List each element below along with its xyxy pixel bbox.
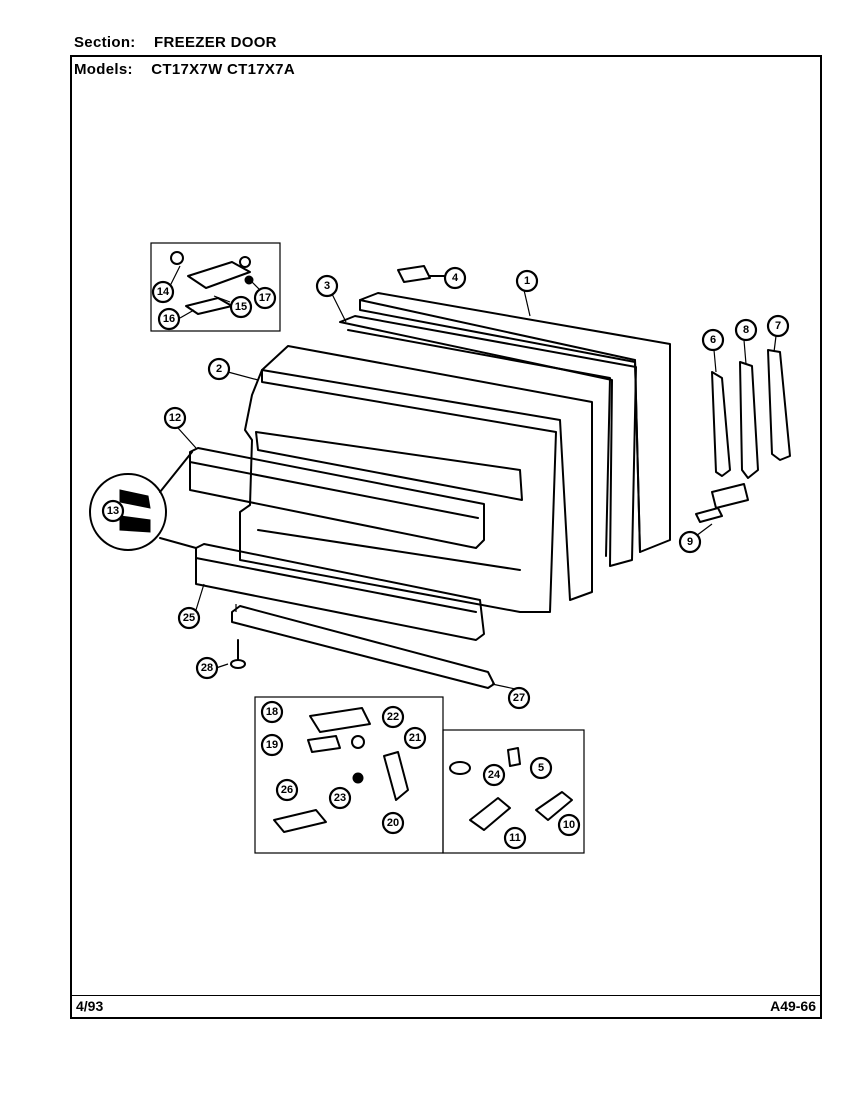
- svg-text:28: 28: [201, 662, 213, 674]
- svg-text:24: 24: [488, 769, 501, 781]
- svg-text:4: 4: [452, 272, 459, 284]
- models-label: Models:: [74, 61, 133, 78]
- callout-9: 9: [678, 530, 702, 554]
- svg-text:13: 13: [107, 505, 119, 517]
- svg-text:21: 21: [409, 732, 421, 744]
- svg-text:5: 5: [538, 762, 544, 774]
- svg-text:26: 26: [281, 784, 293, 796]
- svg-text:7: 7: [775, 320, 781, 332]
- detail-magnifier: [89, 451, 197, 551]
- callout-22: 22: [381, 705, 405, 729]
- door-rail-upper: [189, 447, 485, 549]
- section-value: FREEZER DOOR: [154, 34, 277, 51]
- diagram-frame: [70, 55, 822, 1019]
- svg-text:15: 15: [235, 301, 247, 313]
- svg-text:6: 6: [710, 334, 716, 346]
- svg-text:16: 16: [163, 313, 175, 325]
- callout-19: 19: [260, 733, 284, 757]
- callout-27: 27: [507, 686, 531, 710]
- svg-text:20: 20: [387, 817, 399, 829]
- svg-text:19: 19: [266, 739, 278, 751]
- svg-text:25: 25: [183, 612, 195, 624]
- models-value: CT17X7W CT17X7A: [151, 61, 295, 78]
- callout-21: 21: [403, 726, 427, 750]
- svg-text:8: 8: [743, 324, 749, 336]
- callout-11: 11: [503, 826, 527, 850]
- callout-7: 7: [766, 314, 790, 338]
- door-gasket: [339, 315, 637, 567]
- callout-20: 20: [381, 811, 405, 835]
- footer-code: A49-66: [770, 998, 816, 1014]
- callout-3: 3: [315, 274, 339, 298]
- callout-13: 13: [101, 499, 125, 523]
- section-heading: Section: FREEZER DOOR: [74, 34, 277, 51]
- callout-23: 23: [328, 786, 352, 810]
- door-rail-lower: [195, 543, 485, 641]
- svg-text:3: 3: [324, 280, 330, 292]
- callout-25: 25: [177, 606, 201, 630]
- svg-text:9: 9: [687, 536, 693, 548]
- footer-date: 4/93: [76, 998, 104, 1014]
- callout-10: 10: [557, 813, 581, 837]
- callout-12: 12: [163, 406, 187, 430]
- label-card: [397, 265, 445, 283]
- callout-18: 18: [260, 700, 284, 724]
- callout-2: 2: [207, 357, 231, 381]
- svg-text:2: 2: [216, 363, 222, 375]
- callout-15: 15: [229, 295, 253, 319]
- callout-16: 16: [157, 307, 181, 331]
- svg-text:10: 10: [563, 819, 575, 831]
- screw-28: [230, 639, 246, 669]
- callout-4: 4: [443, 266, 467, 290]
- svg-text:1: 1: [524, 275, 530, 287]
- svg-text:23: 23: [334, 792, 346, 804]
- svg-text:22: 22: [387, 711, 399, 723]
- callout-6: 6: [701, 328, 725, 352]
- callout-17: 17: [253, 286, 277, 310]
- outer-door-panel: [359, 292, 671, 553]
- callout-1: 1: [515, 269, 539, 293]
- svg-text:14: 14: [157, 286, 170, 298]
- callout-5: 5: [529, 756, 553, 780]
- svg-text:27: 27: [513, 692, 525, 704]
- svg-text:17: 17: [259, 292, 271, 304]
- callout-24: 24: [482, 763, 506, 787]
- leader-lines: [169, 265, 777, 691]
- section-label: Section:: [74, 34, 136, 51]
- inner-door-liner: [239, 345, 593, 613]
- hardware-box-left: [254, 696, 444, 854]
- footer-divider: [70, 995, 822, 996]
- svg-text:18: 18: [266, 706, 278, 718]
- models-heading: Models: CT17X7W CT17X7A: [74, 61, 295, 78]
- svg-text:11: 11: [509, 832, 521, 844]
- callout-28: 28: [195, 656, 219, 680]
- callouts: 1 2 3 4 5 6 7 8 9 10 11 12 13 14 15 16 1…: [101, 266, 790, 850]
- hardware-box-right: [442, 729, 585, 854]
- callout-8: 8: [734, 318, 758, 342]
- callout-14: 14: [151, 280, 175, 304]
- door-handle-parts: [695, 349, 791, 523]
- svg-text:12: 12: [169, 412, 181, 424]
- callout-26: 26: [275, 778, 299, 802]
